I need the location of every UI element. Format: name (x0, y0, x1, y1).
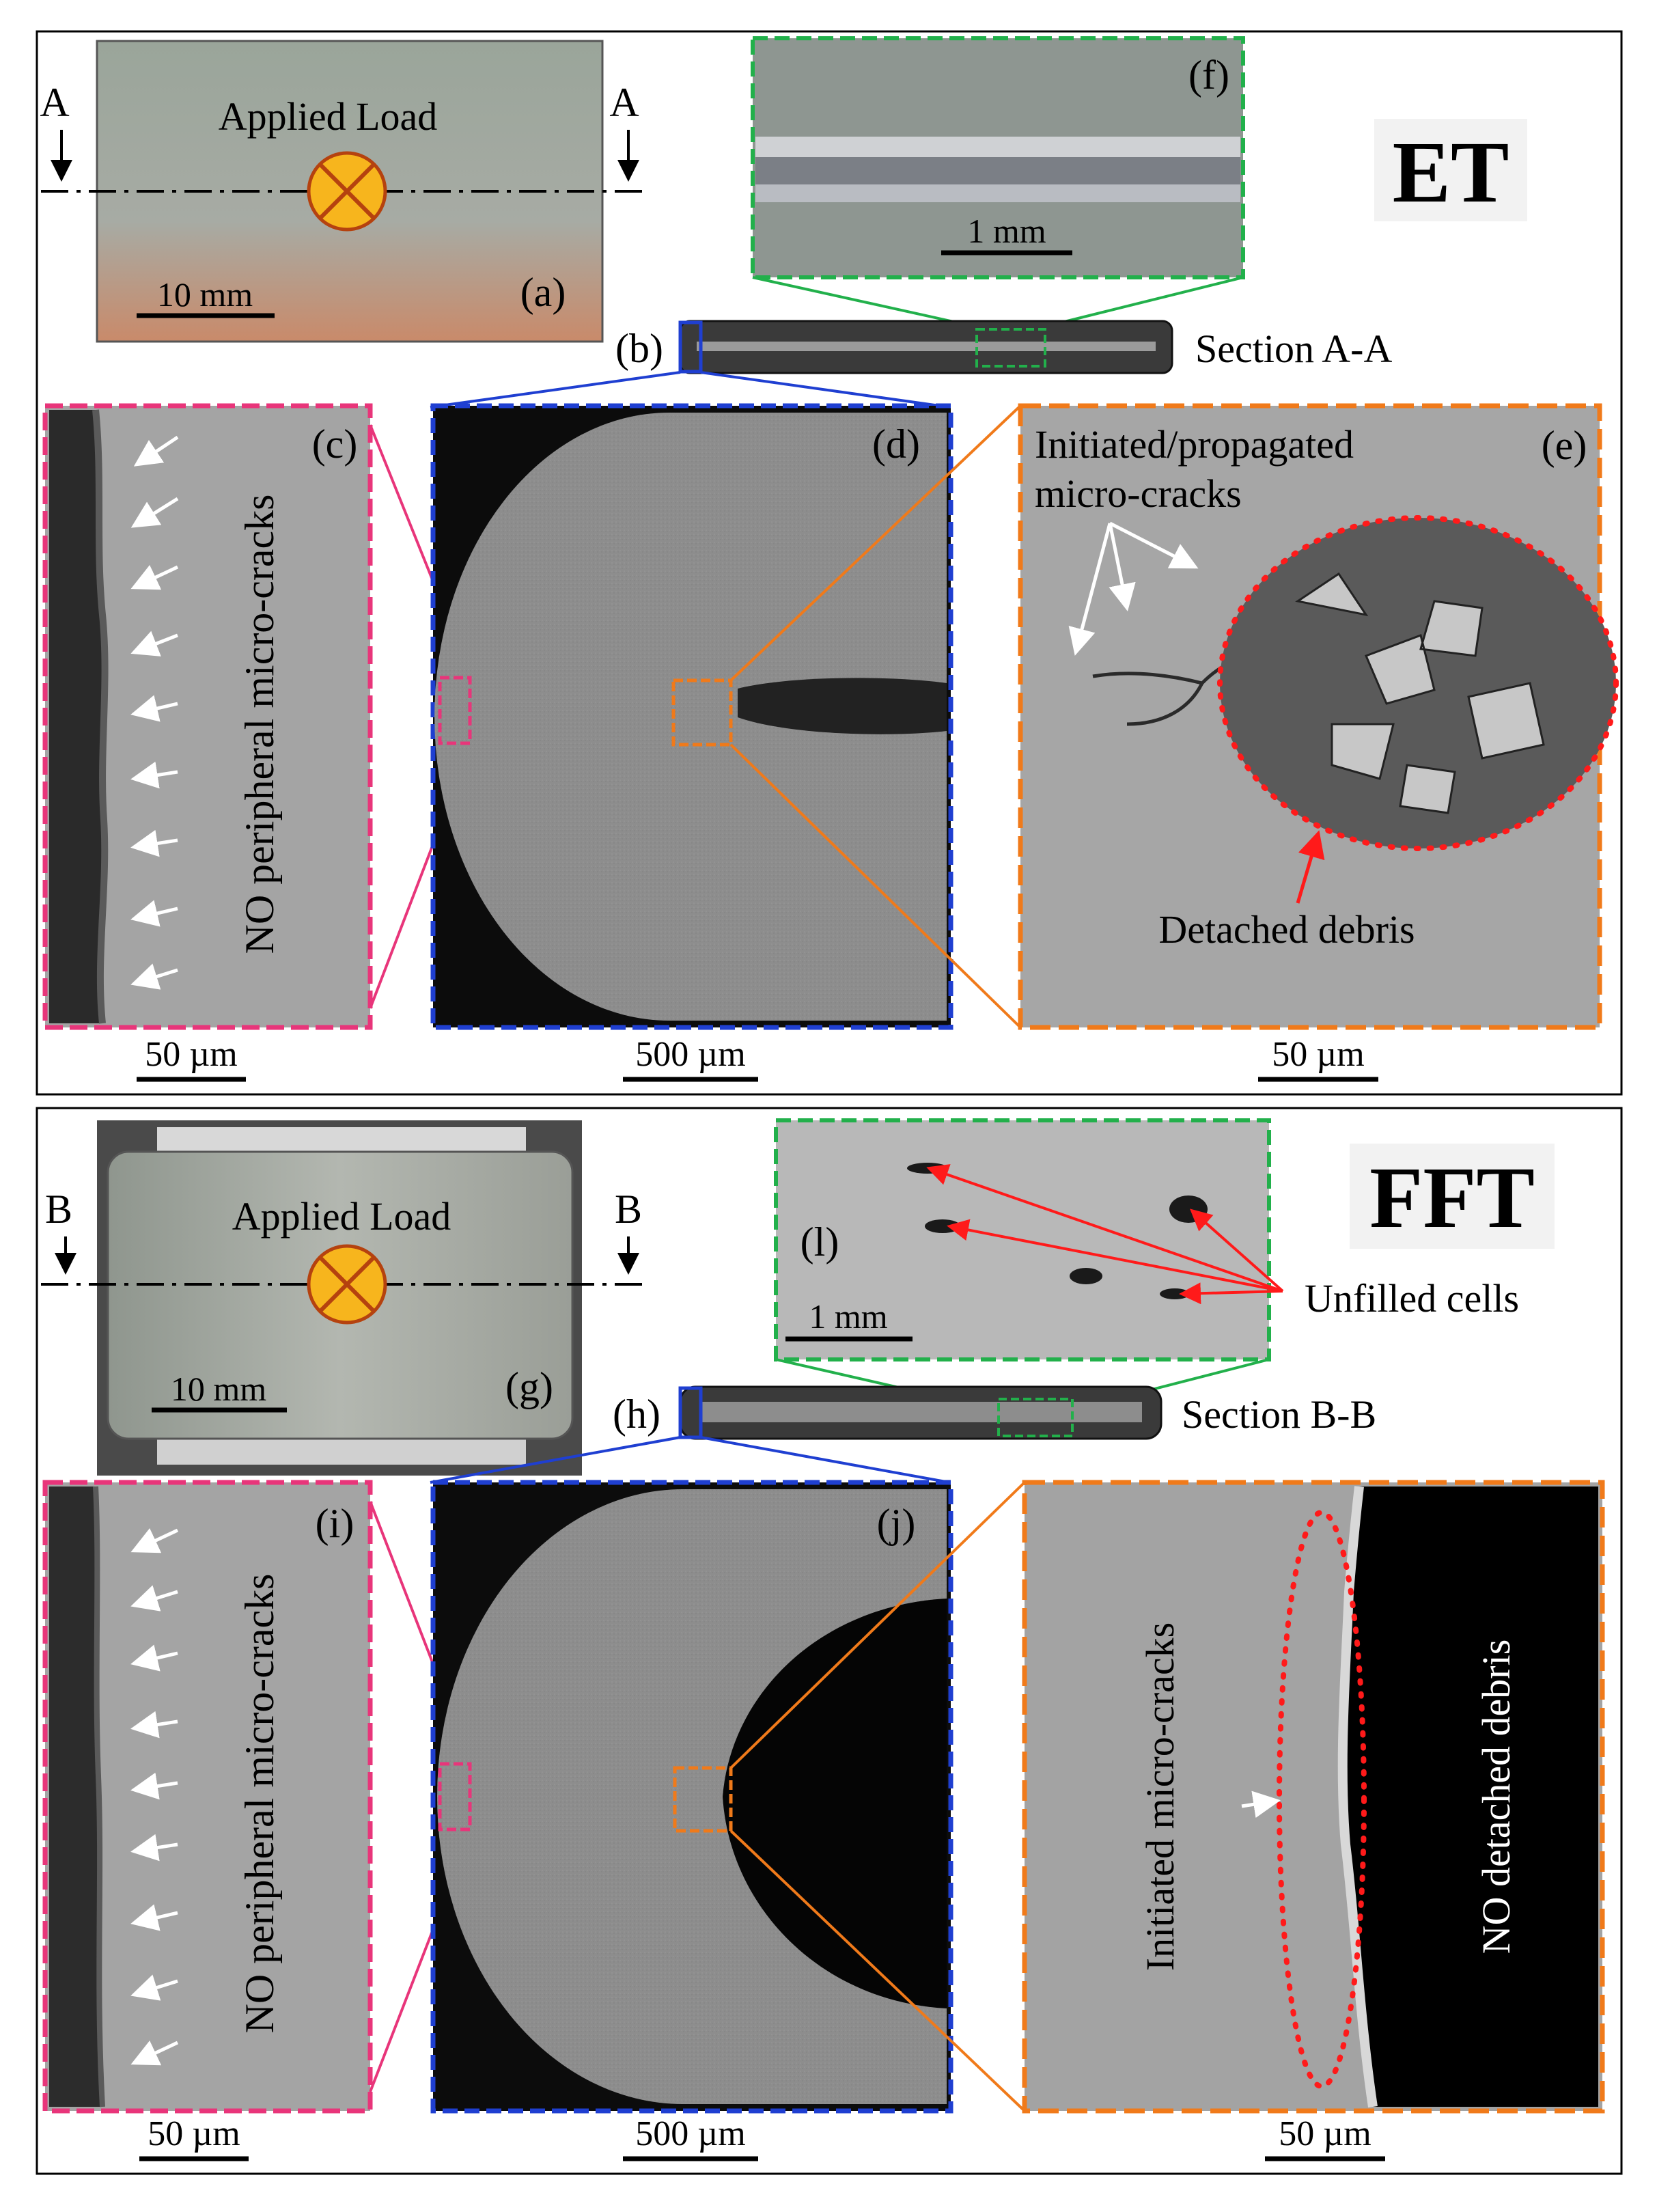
section-marker-left: A (40, 80, 69, 125)
label-a: (a) (520, 270, 566, 315)
scale-bar-i: 50 µm (148, 2114, 240, 2153)
note-e-line1: Initiated/propagated (1035, 422, 1354, 467)
label-j: (j) (877, 1501, 916, 1546)
scale-bar-a: 10 mm (157, 275, 253, 314)
label-i: (i) (316, 1501, 354, 1546)
scale-bar-g: 10 mm (171, 1370, 266, 1408)
section-marker-left-b: B (45, 1187, 72, 1232)
label-e: (e) (1542, 423, 1587, 468)
bottom-panel-frame (36, 1107, 1623, 2175)
note-l: Unfilled cells (1305, 1276, 1519, 1321)
panel-title-et: ET (1393, 124, 1509, 221)
label-d: (d) (872, 421, 920, 467)
inset-e: (e) Initiated/propagated micro-cracks De… (1018, 403, 1619, 1030)
scale-bar-f: 1 mm (967, 212, 1046, 250)
top-panel-frame (36, 30, 1623, 1096)
label-c: (c) (312, 421, 358, 467)
scale-bar-k: 50 µm (1279, 2114, 1371, 2153)
scale-bar-c: 50 µm (145, 1035, 237, 1074)
inset-f: (f) 1 mm (751, 36, 1245, 279)
note-i: NO peripheral micro-cracks (237, 1573, 282, 2033)
scale-bar-e: 50 µm (1272, 1035, 1364, 1074)
label-l: (l) (800, 1219, 839, 1264)
section-marker-right-b: B (615, 1187, 642, 1232)
section-marker-right: A (609, 80, 639, 125)
label-h: (h) (613, 1392, 660, 1437)
inset-l: (l) 1 mm (774, 1118, 1271, 1361)
section-strip-b: (h) Section B-B (613, 1385, 1376, 1440)
note-k-right: NO detached debris (1474, 1640, 1518, 1954)
section-title-b: Section B-B (1182, 1392, 1376, 1437)
scale-bar-j: 500 µm (635, 2114, 745, 2153)
section-strip-a: (b) Section A-A (615, 320, 1392, 374)
inset-d: (d) (430, 403, 953, 1030)
label-k: (k) (1540, 1501, 1588, 1546)
plate-a: Applied Load A A 10 mm (a) (40, 40, 642, 343)
plate-g: Applied Load B B 10 mm (g) (41, 1120, 642, 1476)
section-title-a: Section A-A (1195, 327, 1392, 371)
note-c: NO peripheral micro-cracks (237, 494, 282, 954)
label-b: (b) (615, 326, 663, 371)
scale-bar-d: 500 µm (635, 1035, 745, 1074)
inset-k: (k) Initiated micro-cracks NO detached d… (1022, 1480, 1605, 2114)
scale-bar-l: 1 mm (809, 1297, 887, 1336)
label-g: (g) (505, 1364, 553, 1409)
note-e-line2: micro-cracks (1035, 471, 1242, 516)
applied-load-label-b: Applied Load (232, 1194, 451, 1239)
label-f: (f) (1188, 53, 1229, 98)
inset-j: (j) (430, 1480, 953, 2114)
inset-i: (i) NO peripheral micro-cracks (42, 1480, 373, 2114)
note-e-debris: Detached debris (1158, 907, 1415, 952)
applied-load-label: Applied Load (219, 94, 438, 139)
inset-c: (c) NO peripheral micro-cracks (42, 403, 373, 1030)
note-k-left: Initiated micro-cracks (1138, 1622, 1182, 1971)
panel-title-fft: FFT (1369, 1149, 1535, 1246)
